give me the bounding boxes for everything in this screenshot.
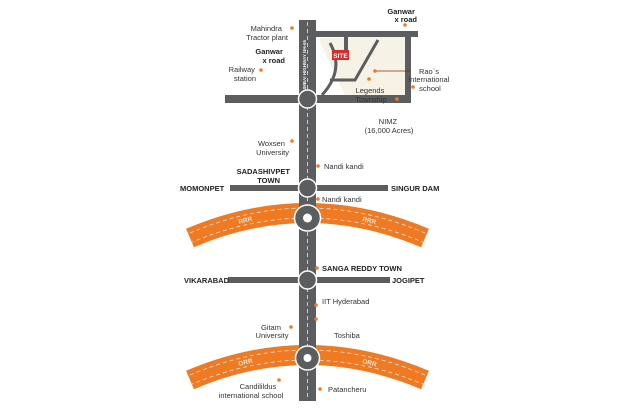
rrr-label-left: RRR <box>238 216 254 226</box>
label-ganwar-top: Ganwar x road <box>387 7 417 24</box>
label-nimz: NIMZ (16,000 Acres) <box>365 117 414 135</box>
label-toshiba: Toshiba <box>334 331 361 340</box>
place-dot <box>411 85 415 89</box>
curved-road <box>320 42 338 97</box>
place-dot <box>290 26 294 30</box>
orr-label-right: ORR <box>362 358 378 368</box>
label-candilildus: Candilildus international school <box>219 382 284 400</box>
junction-circle <box>297 89 318 109</box>
place-dot <box>373 69 377 73</box>
site-link-road <box>330 39 380 82</box>
rrr-junction-center <box>303 213 312 223</box>
orr-label-left: ORR <box>238 358 254 368</box>
orr-junction-center <box>303 354 312 362</box>
junction-circle <box>297 270 318 290</box>
place-dot <box>315 266 319 270</box>
junctions <box>293 89 322 371</box>
label-sadashivpet: SADASHIVPET TOWN <box>237 167 292 185</box>
place-dot <box>403 23 407 27</box>
label-nandi-kandi-2: Nandi kandi <box>322 195 362 204</box>
site-marker <box>332 50 349 60</box>
label-nandi-kandi-1: Nandi kandi <box>324 162 364 171</box>
label-patancheru: Patancheru <box>328 385 366 394</box>
site-label: SITE <box>333 53 348 60</box>
label-singur-dam: SINGUR DAM <box>391 184 439 193</box>
label-raos-school: Rao`s international school <box>409 67 452 93</box>
rrr-label-right: RRR <box>362 216 378 226</box>
place-dot <box>367 77 371 81</box>
label-iit-hyderabad: IIT Hyderabad <box>322 297 369 306</box>
label-ganwar-left: Ganwar x road <box>255 47 285 65</box>
top-right-road <box>312 31 418 37</box>
place-dots <box>259 23 415 391</box>
place-dot <box>316 197 320 201</box>
label-jogipet: JOGIPET <box>392 276 425 285</box>
place-dot <box>259 68 263 72</box>
place-dot <box>290 139 294 143</box>
label-gitam: Gitam University <box>256 323 289 340</box>
label-legends-township: Legends Township <box>355 86 386 104</box>
right-vertical-road <box>405 34 411 103</box>
place-dot <box>318 387 322 391</box>
place-dot <box>314 303 318 307</box>
junction-circle <box>297 178 318 198</box>
label-vikarabad: VIKARABAD <box>184 276 230 285</box>
place-dot <box>314 317 318 321</box>
label-woxsen: Woxsen University <box>256 139 289 157</box>
place-dot <box>316 164 320 168</box>
place-dot <box>289 325 293 329</box>
label-momonpet: MOMONPET <box>180 184 225 193</box>
label-railway-station: Railway station <box>229 65 257 83</box>
place-dot <box>277 378 281 382</box>
label-sanga-reddy: SANGA REDDY TOWN <box>322 264 402 273</box>
site-stub-road <box>344 37 348 52</box>
top-horizontal-road <box>225 95 410 103</box>
highway-label: MUMBAI HIGHWAY NH-65 <box>302 39 307 95</box>
label-mahindra: Mahindra Tractor plant <box>246 24 289 42</box>
place-dot <box>395 97 399 101</box>
